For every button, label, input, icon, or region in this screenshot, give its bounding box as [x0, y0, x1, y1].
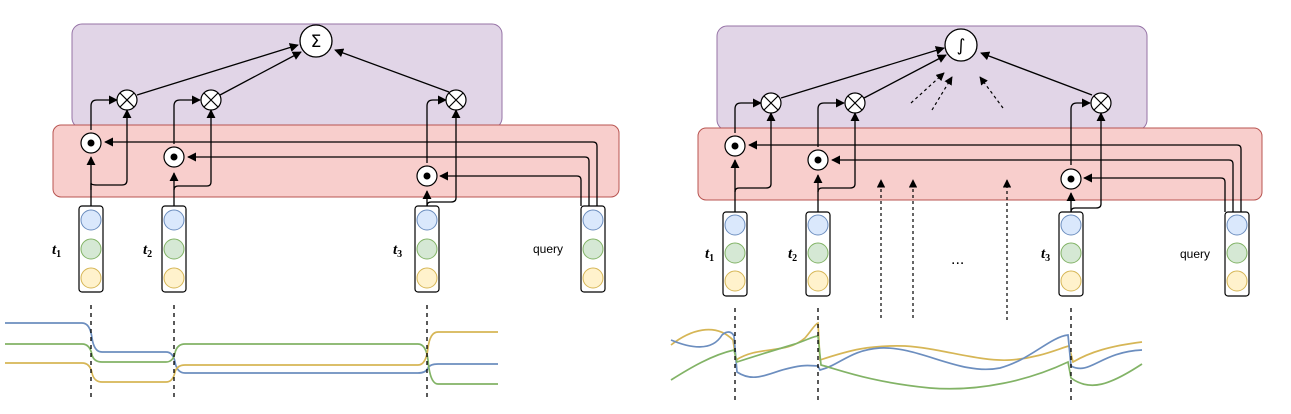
time-label-t2: t2	[788, 246, 797, 264]
right-dot-product-nodes	[724, 135, 1082, 190]
dot-product-icon	[724, 135, 746, 157]
token-vector-1	[78, 205, 104, 293]
token-vector-3	[1058, 211, 1084, 297]
blue-continuous-curve	[670, 331, 1143, 378]
right-panel: ∫	[670, 25, 1263, 404]
left-panel: Σ	[5, 23, 620, 400]
token-vector-3	[414, 205, 440, 293]
sum-symbol: Σ	[311, 32, 322, 52]
multiply-icon	[445, 89, 467, 111]
time-label-t3: t3	[1041, 246, 1050, 264]
right-continuous-arrows	[876, 72, 1012, 320]
multiply-icon	[760, 92, 782, 114]
query-label: query	[533, 242, 563, 256]
token-vector-2	[805, 211, 831, 297]
right-similarity-box	[697, 127, 1263, 201]
left-multiply-nodes	[116, 89, 467, 111]
left-dot-product-nodes	[80, 132, 438, 187]
left-value-arrows	[90, 95, 461, 207]
multiply-icon	[1090, 92, 1112, 114]
right-value-arrows	[734, 98, 1106, 213]
right-multiply-nodes	[760, 92, 1112, 114]
time-label-t1: t1	[705, 246, 714, 264]
right-query-arrows	[748, 140, 1242, 212]
left-aggregation-box	[71, 23, 503, 129]
right-aggregation-box	[716, 25, 1148, 131]
left-sum-arrows	[136, 43, 450, 96]
green-step-curve	[5, 343, 498, 385]
ellipsis-label: ...	[951, 251, 964, 268]
dot-product-icon	[163, 146, 185, 168]
multiply-icon	[116, 89, 138, 111]
blue-step-curve	[5, 322, 498, 374]
right-time-markers	[734, 308, 1072, 404]
sum-node	[299, 24, 333, 58]
left-similarity-box	[52, 124, 620, 198]
right-key-arrows	[730, 159, 1076, 212]
yellow-step-curve	[5, 331, 498, 383]
query-vector	[1224, 211, 1250, 297]
integral-symbol: ∫	[957, 36, 966, 56]
time-label-t3: t3	[393, 242, 402, 260]
dot-product-icon	[80, 132, 102, 154]
dot-product-icon	[807, 149, 829, 171]
left-step-curves	[5, 322, 498, 385]
token-vector-1	[722, 211, 748, 297]
right-integral-arrows	[780, 46, 1093, 99]
query-vector	[580, 205, 606, 293]
multiply-icon	[844, 92, 866, 114]
multiply-icon	[200, 89, 222, 111]
time-label-t2: t2	[143, 242, 152, 260]
left-query-arrows	[104, 137, 598, 206]
dot-product-icon	[416, 165, 438, 187]
integral-node	[944, 28, 978, 62]
right-vectors	[722, 211, 1250, 297]
query-label: query	[1180, 247, 1210, 261]
yellow-continuous-curve	[670, 321, 1143, 364]
dot-product-icon	[1060, 168, 1082, 190]
token-vector-2	[161, 205, 187, 293]
left-vectors	[78, 205, 606, 293]
time-label-t1: t1	[52, 242, 61, 260]
